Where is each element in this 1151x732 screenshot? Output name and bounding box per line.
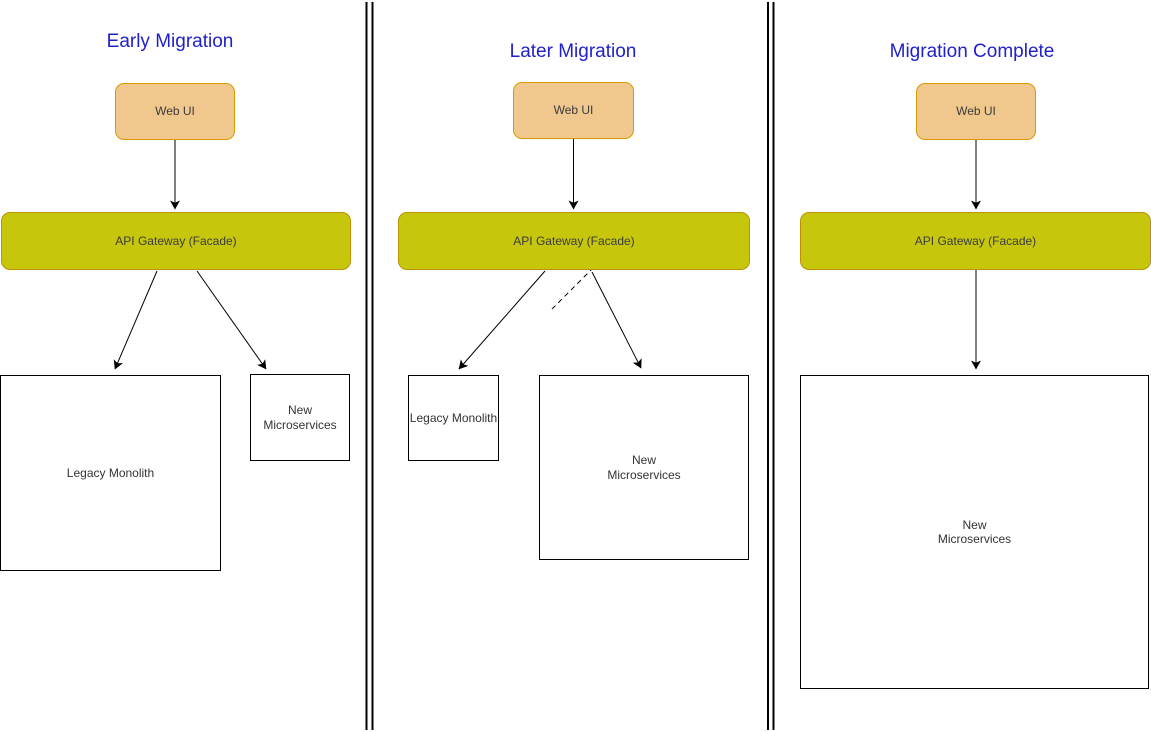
panel2-title: Later Migration: [509, 41, 637, 62]
arrow-p2-gateway-to-legacy: [458, 270, 546, 370]
panel2-legacy-monolith-node: Legacy Monolith: [408, 375, 499, 461]
panel2-web-ui-label: Web UI: [553, 103, 594, 118]
panel2-web-ui-node: Web UI: [513, 82, 634, 139]
panel1-title: Early Migration: [106, 31, 234, 52]
panel1-api-gateway-node: API Gateway (Facade): [1, 212, 351, 270]
panel3-new-microservices-label: New Microservices: [937, 517, 1012, 546]
panel2-legacy-monolith-label: Legacy Monolith: [409, 410, 498, 425]
panel3-new-microservices-node: New Microservices: [800, 375, 1149, 689]
panel1-web-ui-label: Web UI: [155, 104, 195, 119]
panel3-api-gateway-label: API Gateway (Facade): [914, 233, 1037, 248]
panel1-legacy-monolith-label: Legacy Monolith: [66, 465, 155, 480]
panel1-new-microservices-node: New Microservices: [250, 374, 350, 461]
panel2-api-gateway-label: API Gateway (Facade): [513, 233, 635, 248]
panel1-legacy-monolith-node: Legacy Monolith: [0, 375, 221, 571]
panel1-api-gateway-label: API Gateway (Facade): [115, 233, 237, 248]
panel1-web-ui-node: Web UI: [115, 83, 235, 140]
arrow-p1-gateway-to-legacy: [113, 270, 158, 370]
panel3-web-ui-node: Web UI: [916, 83, 1036, 140]
panel3-web-ui-label: Web UI: [956, 104, 996, 119]
arrow-p2-gateway-to-microservices: [591, 271, 642, 369]
panel2-new-microservices-node: New Microservices: [539, 375, 749, 560]
panel2-new-microservices-label: New Microservices: [607, 453, 681, 482]
panel1-new-microservices-label: New Microservices: [263, 403, 337, 432]
arrow-p1-gateway-to-microservices: [196, 270, 267, 370]
panel3-title: Migration Complete: [889, 41, 1055, 62]
panel2-api-gateway-node: API Gateway (Facade): [398, 212, 750, 270]
panel3-api-gateway-node: API Gateway (Facade): [800, 212, 1151, 270]
